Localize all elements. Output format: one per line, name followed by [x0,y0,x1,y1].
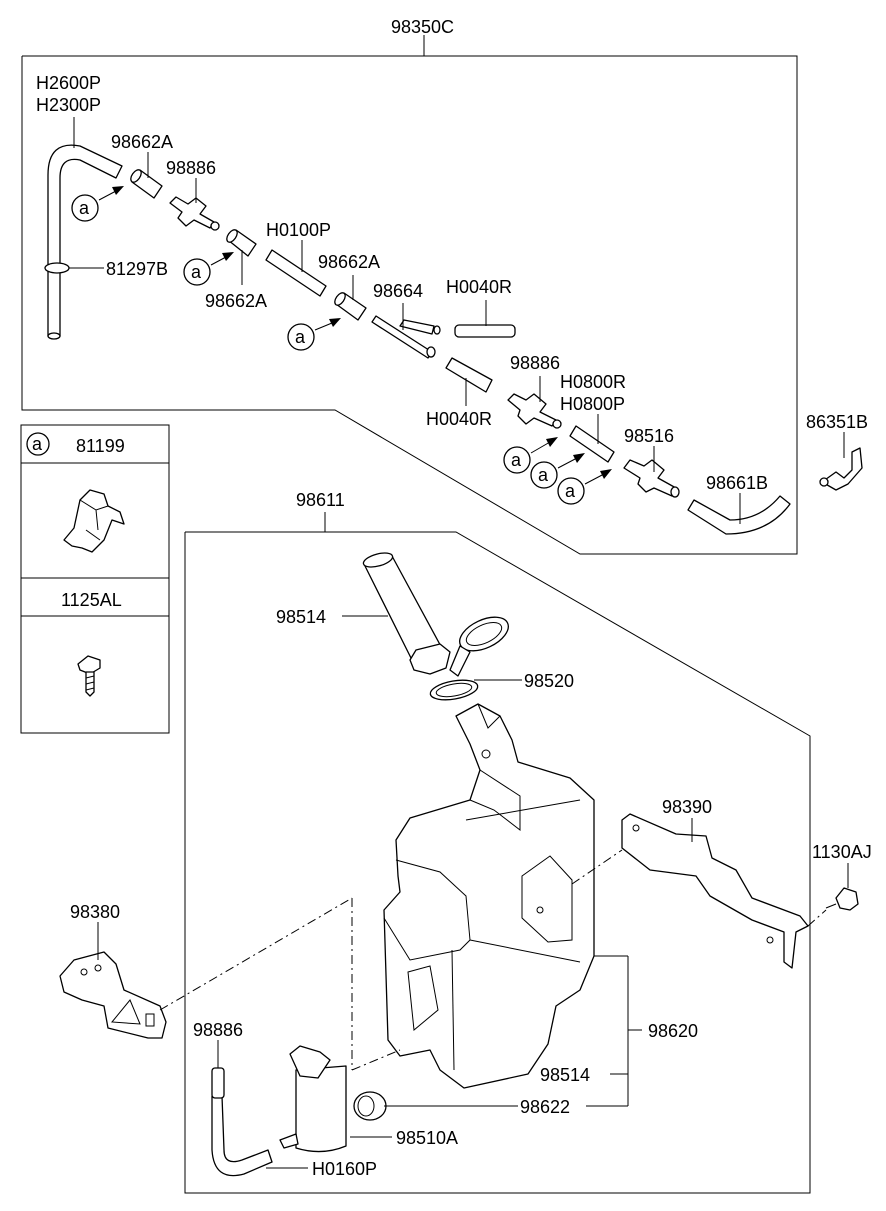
label-98510a: 98510A [396,1128,458,1148]
hose-h0100p [265,249,327,297]
callout-a-1: a [71,186,124,222]
hose-h0040r-1 [454,324,516,338]
callout-a-2: a [183,252,234,286]
label-h0800r: H0800R [560,372,626,392]
connector-98516 [623,459,680,498]
bracket-98390 [621,813,809,969]
label-h0040r-1: H0040R [446,277,512,297]
label-h2300p: H2300P [36,95,101,115]
label-h0800p: H0800P [560,394,625,414]
label-98520: 98520 [524,671,574,691]
connector-98886-1 [169,196,220,231]
clip-81199-icon [63,489,125,553]
connector-98886-2 [507,393,562,429]
label-98886-bottom: 98886 [193,1020,243,1040]
grommet-98622 [353,1091,387,1121]
svg-text:a: a [295,327,306,347]
legend-81199: 81199 [76,436,125,456]
svg-text:a: a [191,262,202,282]
reservoir-tank [383,703,638,1089]
nozzle-86351b [819,447,863,491]
hose-h0160p [211,1067,273,1177]
tube-98662a-1 [130,169,163,199]
label-98664: 98664 [373,281,423,301]
label-98514-top: 98514 [276,607,326,627]
label-98662a-3: 98662A [318,252,380,272]
callout-a-5: a [530,453,585,489]
pump-98510a [279,1045,347,1153]
bolt-1130aj [825,887,859,911]
label-98514-bottom: 98514 [540,1065,590,1085]
label-98622: 98622 [520,1097,570,1117]
label-1130aj: 1130AJ [812,842,872,862]
bracket-98380 [59,951,167,1039]
legend-marker: a [32,434,43,454]
label-98620: 98620 [648,1021,698,1041]
bottom-group-frame [184,531,811,1194]
top-group-frame [21,55,798,555]
label-h0100p: H0100P [266,220,331,240]
svg-text:a: a [511,450,522,470]
label-98516: 98516 [624,426,674,446]
legend-1125al: 1125AL [61,590,122,610]
connector-98664 [371,315,441,359]
legend-table: a 81199 1125AL [20,424,170,734]
label-98662a-1: 98662A [111,132,173,152]
tube-98662a-3 [334,292,367,321]
top-group-title: 98350C [391,17,454,37]
hose-98661b [687,495,791,535]
bottom-group-title: 98611 [296,490,345,510]
callout-a-3: a [287,318,341,351]
label-98886-2: 98886 [510,353,560,373]
label-h2600p: H2600P [36,73,101,93]
label-98380: 98380 [70,902,120,922]
filler-neck-98514 [362,552,451,675]
tube-98662a-2 [226,229,257,257]
svg-text:a: a [79,198,90,218]
callout-a-4: a [503,437,558,474]
hose-h0800 [569,425,615,463]
callout-a-6: a [557,469,612,505]
svg-text:a: a [565,481,576,501]
label-98662a-2: 98662A [205,291,267,311]
label-86351b: 86351B [806,412,868,432]
leader-98620-group [586,955,642,1107]
cap-98520 [429,616,509,701]
label-h0160p: H0160P [312,1159,377,1179]
label-h0040r-2: H0040R [426,409,492,429]
hose-h0040r-2 [445,357,493,393]
label-98390: 98390 [662,797,712,817]
label-98661b: 98661B [706,473,768,493]
label-81297b: 81297B [106,259,168,279]
label-98886-1: 98886 [166,158,216,178]
hose-h2600p [44,117,123,340]
svg-text:a: a [538,465,549,485]
bolt-1125al-icon [77,655,101,697]
